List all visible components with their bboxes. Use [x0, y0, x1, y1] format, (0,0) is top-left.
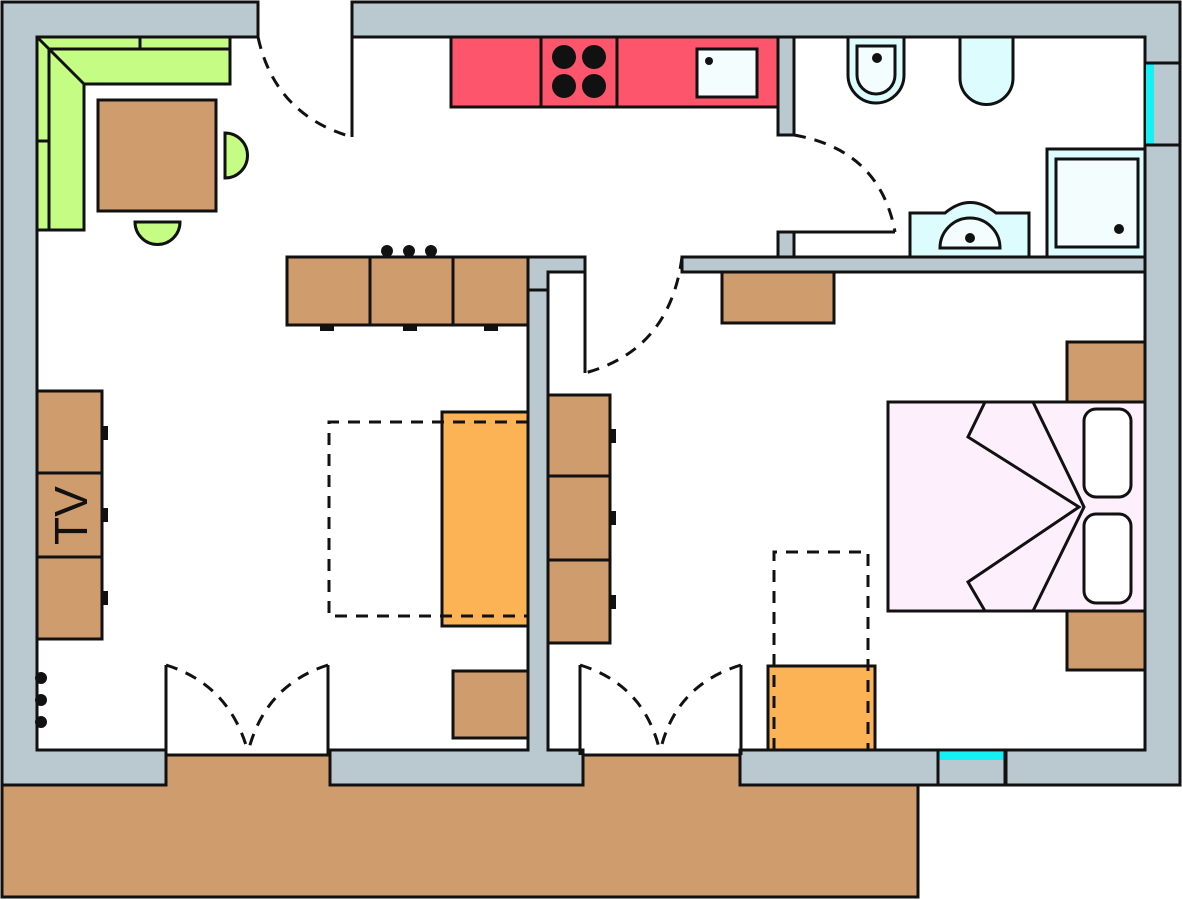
bedroom-terrace-door[interactable]: [578, 663, 743, 757]
entrance-door[interactable]: [256, 36, 354, 139]
washbasin[interactable]: [908, 201, 1031, 259]
bidet[interactable]: [846, 35, 906, 105]
toilet[interactable]: [958, 35, 1015, 106]
dining-chair-bottom[interactable]: [133, 220, 182, 246]
dresser[interactable]: [720, 270, 836, 325]
dining-table[interactable]: [96, 98, 218, 213]
living-terrace-door[interactable]: [164, 663, 330, 757]
pillow-bottom: [1082, 512, 1133, 605]
radiator: [35, 672, 47, 728]
stove-4-burners[interactable]: [552, 45, 606, 98]
bedroom-door[interactable]: [583, 256, 684, 375]
tv-label: TV: [45, 486, 97, 545]
corner-sofa[interactable]: [35, 35, 232, 232]
nightstand-top[interactable]: [1065, 340, 1147, 404]
tv-cabinet[interactable]: TV: [35, 389, 108, 641]
side-cabinet[interactable]: [451, 669, 530, 740]
pillow-top: [1082, 407, 1133, 499]
double-bed[interactable]: [886, 400, 1147, 613]
bedroom-window: [939, 752, 1004, 760]
sideboard-3-units[interactable]: [285, 245, 530, 331]
bathroom-window: [1146, 64, 1154, 144]
bathroom-door[interactable]: [793, 133, 897, 234]
nightstand-bottom[interactable]: [1065, 609, 1147, 672]
shower[interactable]: [1045, 147, 1147, 259]
fold-out-bed[interactable]: [766, 550, 877, 752]
kitchen-sink[interactable]: [695, 47, 759, 99]
sofa-bed-folded[interactable]: [327, 410, 530, 628]
dining-chair-right[interactable]: [223, 131, 249, 180]
wardrobe[interactable]: [546, 393, 616, 645]
